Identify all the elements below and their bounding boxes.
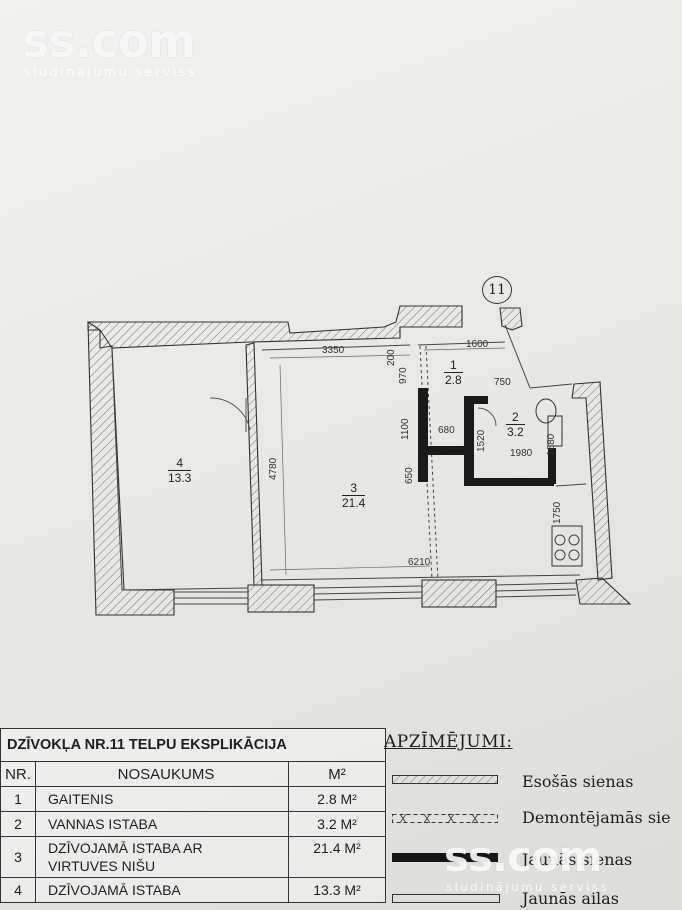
cell-nr: 4 (0, 877, 36, 903)
legend-label: Jaunās ailas (522, 889, 619, 908)
legend-swatch-new-walls (392, 853, 498, 862)
legend-swatch-existing (392, 775, 498, 784)
cell-name: GAITENIS (35, 786, 289, 812)
dimension-label: 1520 (476, 429, 487, 452)
room-area: 21.4 (342, 496, 366, 510)
dimension-label: 750 (494, 377, 511, 388)
table-row: 2 VANNAS ISTABA 3.2 M² (0, 811, 386, 837)
legend-label: Jaunās sienas (522, 850, 633, 869)
legend-swatch-demolish (392, 814, 498, 823)
dimension-label: 680 (438, 425, 455, 436)
dimension-label: 3350 (322, 345, 345, 356)
cell-name: DZĪVOJAMĀ ISTABA AR VIRTUVES NIŠU (35, 836, 289, 878)
legend-title: APZĪMĒJUMI: (384, 732, 513, 752)
cell-area: 3.2 M² (288, 811, 386, 837)
room-2-label: 2 3.2 (506, 410, 525, 439)
cell-nr: 2 (0, 811, 36, 837)
table-title: DZĪVOKĻA NR.11 TELPU EKSPLIKĀCIJA (0, 728, 386, 762)
room-number: 4 (168, 456, 192, 471)
cell-nr: 3 (0, 836, 36, 878)
explication-table: DZĪVOKĻA NR.11 TELPU EKSPLIKĀCIJA NR. NO… (0, 728, 386, 903)
header-area: M² (288, 761, 386, 787)
axis-marker: 11 (482, 276, 512, 304)
header-nr: NR. (0, 761, 36, 787)
table-header-row: NR. NOSAUKUMS M² (0, 761, 386, 787)
cell-area: 13.3 M² (288, 877, 386, 903)
cell-name-line-2: VIRTUVES NIŠU (48, 858, 156, 874)
table-row: 1 GAITENIS 2.8 M² (0, 786, 386, 812)
cell-name: DZĪVOJAMĀ ISTABA (35, 877, 289, 903)
dimension-label: 6210 (408, 557, 431, 568)
cell-area: 21.4 M² (288, 836, 386, 878)
watermark-logo-bottom: ss.com (444, 832, 602, 881)
dimension-label: 200 (386, 349, 397, 366)
room-number: 2 (506, 410, 525, 425)
dimension-label: 1680 (546, 433, 557, 456)
room-4-label: 4 13.3 (168, 456, 192, 485)
legend-swatch-new-openings (392, 894, 500, 903)
dimension-label: 1750 (552, 501, 563, 524)
cell-name-line-1: DZĪVOJAMĀ ISTABA AR (48, 840, 203, 856)
table-row: 3 DZĪVOJAMĀ ISTABA AR VIRTUVES NIŠU 21.4… (0, 836, 386, 878)
cell-name: VANNAS ISTABA (35, 811, 289, 837)
room-number: 1 (444, 358, 463, 373)
header-name: NOSAUKUMS (35, 761, 289, 787)
room-area: 13.3 (168, 471, 192, 485)
dimension-label: 1600 (466, 339, 489, 350)
cell-nr: 1 (0, 786, 36, 812)
room-number: 3 (342, 481, 366, 496)
legend-label: Demontējamās sie (522, 808, 671, 827)
watermark-subtitle-bottom: sludinājumu serviss (446, 880, 610, 894)
dimension-label: 1100 (400, 418, 411, 440)
table-row: 4 DZĪVOJAMĀ ISTABA 13.3 M² (0, 877, 386, 903)
dimension-label: 1980 (510, 448, 533, 459)
dimension-label: 970 (398, 367, 409, 384)
watermark-logo: ss.com (22, 14, 196, 68)
room-area: 3.2 (507, 425, 524, 439)
cell-area: 2.8 M² (288, 786, 386, 812)
dimension-label: 4780 (268, 457, 279, 480)
legend-label: Esošās sienas (522, 772, 634, 791)
room-1-label: 1 2.8 (444, 358, 463, 387)
room-area: 2.8 (445, 373, 462, 387)
room-3-label: 3 21.4 (342, 481, 366, 510)
dimension-label: 650 (404, 467, 415, 484)
watermark-subtitle: sludinājumu serviss (24, 64, 198, 79)
